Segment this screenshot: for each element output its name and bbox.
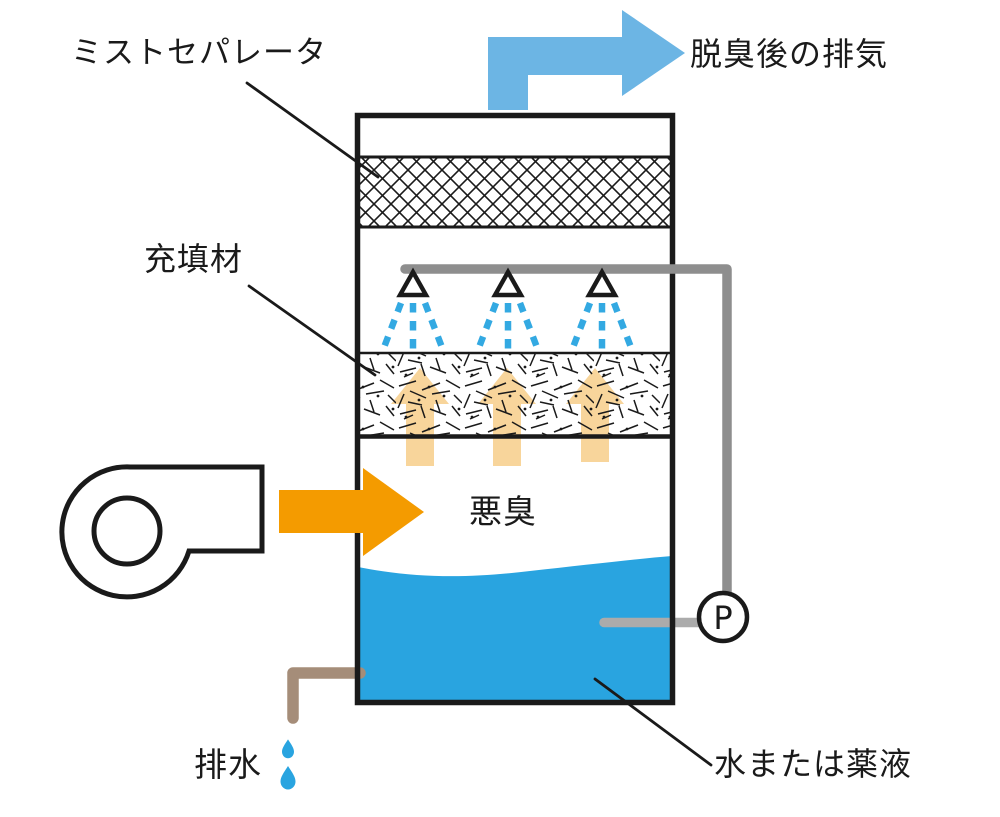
label-water-or-chemical: 水または薬液: [714, 745, 913, 783]
label-treated-exhaust: 脱臭後の排気: [690, 35, 889, 73]
spray-jet-icon: [568, 301, 636, 352]
spray-supply-pipe: [400, 264, 732, 605]
label-mist-separator: ミストセパレータ: [71, 35, 327, 71]
label-packing-material: 充填材: [144, 240, 244, 278]
leader-line-packing: [247, 284, 377, 377]
spray-jet-icon: [474, 301, 542, 352]
pump-label: P: [713, 599, 732, 637]
water-drop-icon: [280, 766, 296, 790]
mist-separator-band: [358, 157, 672, 227]
spray-nozzle-icon: [491, 267, 525, 298]
label-drainage: 排水: [194, 745, 262, 784]
spray-nozzle-icon: [585, 267, 619, 298]
label-odor: 悪臭: [469, 492, 537, 531]
blower-fan-icon: [59, 464, 265, 600]
spray-jet-icon: [379, 301, 447, 352]
leader-line-mist-separator: [245, 81, 380, 179]
spray-nozzle-icon: [396, 267, 430, 298]
exhaust-arrow: [488, 10, 685, 110]
liquid-pool: [358, 556, 672, 702]
drain-pipe: [287, 667, 366, 724]
leader-line-water: [593, 677, 713, 767]
pump-circle: [696, 590, 750, 644]
tower-outline: [354, 112, 676, 706]
packing-band: [358, 353, 672, 436]
odor-inlet-arrow: [279, 468, 424, 556]
water-drop-icon: [282, 739, 294, 759]
